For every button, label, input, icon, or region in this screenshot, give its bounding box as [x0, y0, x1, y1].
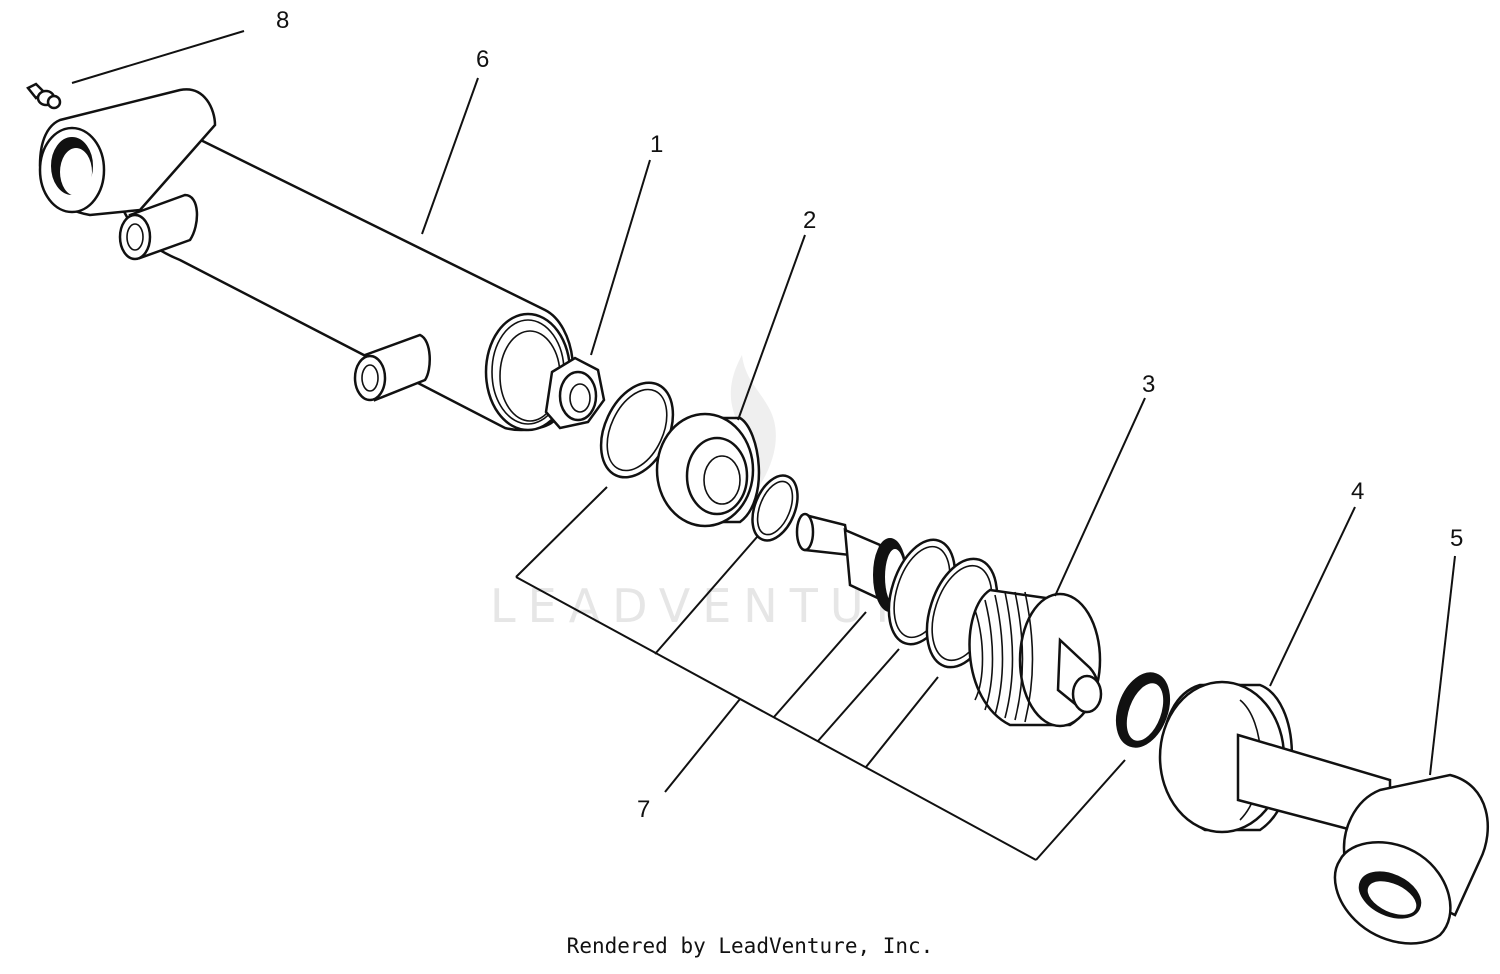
callout-6: 6	[476, 46, 489, 73]
footer-credit: Rendered by LeadVenture, Inc.	[566, 934, 934, 958]
callout-8: 8	[276, 7, 289, 34]
piston-rod-end	[795, 512, 907, 612]
callouts: 8 6 1 2 3 4 5 7	[276, 7, 1463, 823]
o-ring-small	[751, 474, 799, 542]
hex-nut	[544, 356, 606, 430]
rod-seal	[1115, 672, 1171, 748]
callout-3: 3	[1142, 371, 1155, 398]
grease-fitting	[26, 82, 62, 110]
cylinder-barrel	[38, 88, 575, 432]
leader-lines	[71, 30, 1456, 861]
piston	[968, 588, 1103, 728]
callout-7: 7	[637, 796, 650, 823]
callout-5: 5	[1450, 525, 1463, 552]
callout-4: 4	[1351, 478, 1364, 505]
gland-bushing	[655, 412, 761, 528]
callout-1: 1	[650, 131, 663, 158]
callout-2: 2	[803, 207, 816, 234]
rod-eye	[1236, 733, 1489, 945]
